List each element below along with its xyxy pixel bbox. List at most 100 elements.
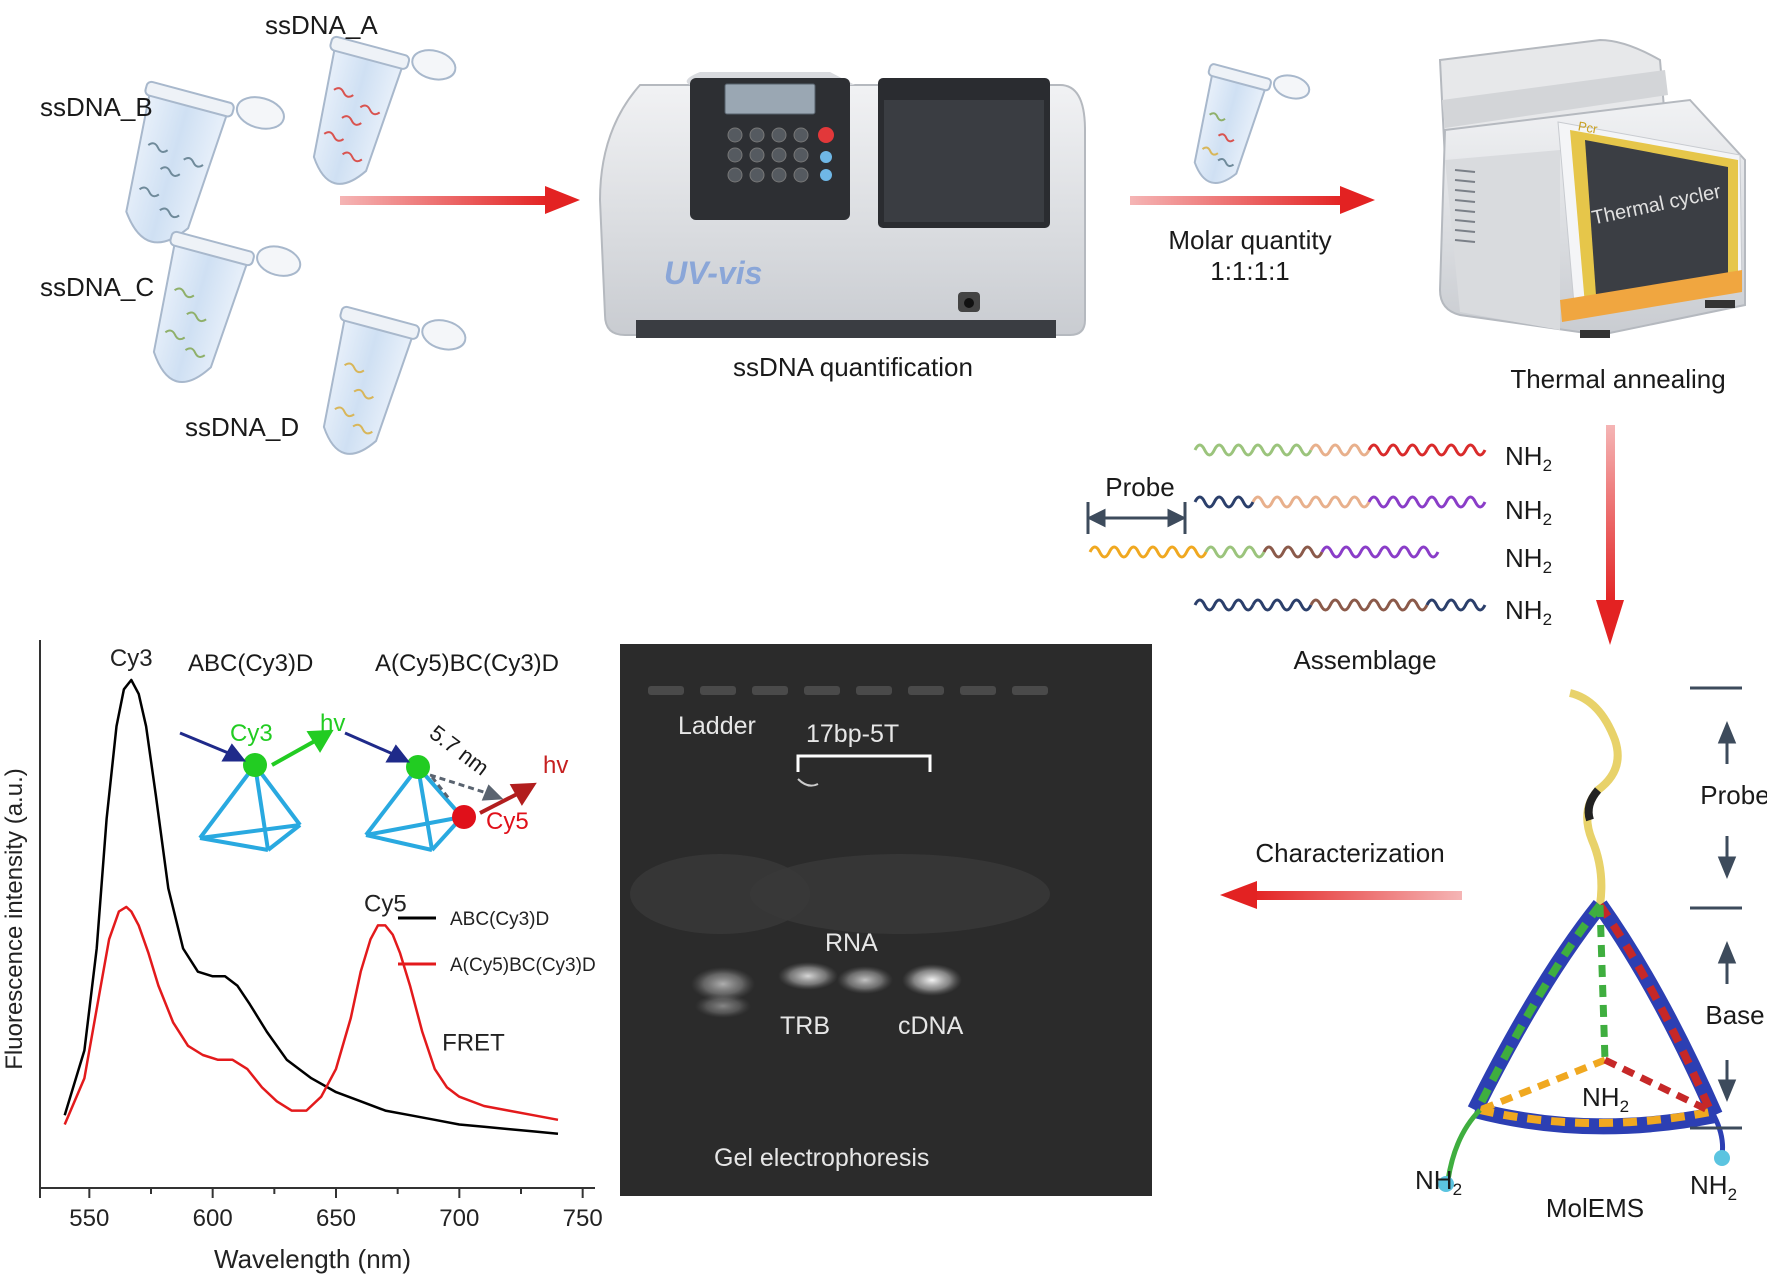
strand-4-terminal: NH2 xyxy=(1505,595,1553,630)
cy3-fret-dot-icon xyxy=(406,755,430,779)
strand-1-terminal: NH2 xyxy=(1505,441,1553,476)
assembly-probe-label: Probe xyxy=(1105,472,1175,502)
series-line-1 xyxy=(63,678,559,1135)
probe-bracket-icon xyxy=(1086,502,1187,534)
left-nh2-label: NH2 xyxy=(1415,1165,1463,1200)
strand-3-segment xyxy=(1146,545,1208,559)
fret-pyramid-icon xyxy=(364,765,464,852)
strand-3-segment xyxy=(1262,545,1324,559)
legend-label-2: A(Cy5)BC(Cy3)D xyxy=(450,955,596,976)
tube-c-label: ssDNA_C xyxy=(40,272,155,302)
mixed-tube-icon xyxy=(1193,63,1311,184)
tube-a-label: ssDNA_A xyxy=(265,10,378,40)
strand-4-segment xyxy=(1367,598,1429,612)
arrow-down-icon xyxy=(1596,425,1624,645)
gel-bands xyxy=(630,686,1050,1018)
fret-emission-arrow-icon xyxy=(479,782,537,815)
cy5-dot-icon xyxy=(452,805,476,829)
strand-1-segment xyxy=(1309,443,1371,457)
tube-d-label: ssDNA_D xyxy=(185,412,300,442)
uv-vis-spectrophotometer-icon xyxy=(598,72,1086,338)
assembly-strands xyxy=(1088,443,1487,612)
strand-1-segment xyxy=(1367,443,1429,457)
strand-2-segment xyxy=(1425,495,1487,509)
peak-label-cy5: Cy5 xyxy=(364,890,407,917)
molems-tetrahedron-icon xyxy=(1438,689,1730,1192)
legend-label-1: ABC(Cy3)D xyxy=(450,909,549,930)
arrow-to-uv-icon xyxy=(340,186,580,214)
fret-excitation-arrow-icon xyxy=(344,731,411,763)
strand-2-terminal: NH2 xyxy=(1505,495,1553,530)
x-tick-label: 700 xyxy=(439,1205,479,1232)
x-tick-label: 550 xyxy=(69,1205,109,1232)
structure-probe-label: Probe xyxy=(1700,780,1767,810)
excitation-arrow-icon xyxy=(179,731,247,762)
x-axis-label: Wavelength (nm) xyxy=(214,1244,411,1274)
tube-a-icon xyxy=(312,35,457,185)
series-line-2 xyxy=(63,905,559,1125)
thermal-cycler-icon xyxy=(1438,38,1746,338)
strand-1-segment xyxy=(1425,443,1487,457)
strand-3-segment xyxy=(1088,545,1150,559)
donor-title: ABC(Cy3)D xyxy=(188,650,314,677)
gel-image: Ladder 17bp-5T RNA TRB cDNA Gel electrop… xyxy=(620,644,1152,1196)
molar-ratio-label: 1:1:1:1 xyxy=(1210,256,1290,286)
gel-trb-label: TRB xyxy=(780,1012,830,1040)
gel-caption: Gel electrophoresis xyxy=(714,1144,930,1172)
structure-scale-icon xyxy=(1690,686,1742,1130)
strand-4-segment xyxy=(1309,598,1371,612)
x-tick-label: 600 xyxy=(193,1205,233,1232)
strand-4-segment xyxy=(1251,598,1313,612)
strand-2-segment xyxy=(1193,495,1255,509)
x-tick-label: 750 xyxy=(563,1205,603,1232)
x-tick-label: 650 xyxy=(316,1205,356,1232)
gel-rna-label: RNA xyxy=(825,929,878,957)
strand-4-segment xyxy=(1425,598,1487,612)
emission-arrow-icon xyxy=(271,729,334,767)
cy3-inset-label: Cy3 xyxy=(230,720,273,747)
cy5-inset-label: Cy5 xyxy=(486,808,529,835)
fret-hv-label: hv xyxy=(543,752,569,779)
uv-vis-logo: UV-vis xyxy=(664,255,763,291)
molar-quantity-label: Molar quantity xyxy=(1168,225,1332,255)
peak-label-cy3: Cy3 xyxy=(110,645,153,672)
assemblage-caption: Assemblage xyxy=(1293,645,1437,675)
uv-caption: ssDNA quantification xyxy=(733,352,973,382)
strand-1-segment xyxy=(1251,443,1313,457)
fret-title: A(Cy5)BC(Cy3)D xyxy=(375,650,560,677)
cycler-brand: Pcr xyxy=(1576,118,1599,137)
arrow-characterization-icon xyxy=(1220,881,1462,909)
strand-2-segment xyxy=(1309,495,1371,509)
cy3-dot-icon xyxy=(243,753,267,777)
arrow-to-mix-icon xyxy=(1130,186,1375,214)
center-nh2-label: NH2 xyxy=(1582,1082,1630,1117)
strand-3-segment xyxy=(1320,545,1382,559)
characterization-label: Characterization xyxy=(1255,838,1445,868)
tube-b-label: ssDNA_B xyxy=(40,92,153,122)
tube-c-icon xyxy=(152,230,302,384)
molems-caption: MolEMS xyxy=(1545,1193,1645,1223)
strand-4-segment xyxy=(1193,598,1255,612)
strand-1-segment xyxy=(1193,443,1255,457)
strand-2-segment xyxy=(1367,495,1429,509)
donor-pyramid-icon xyxy=(198,763,302,852)
tube-b-icon xyxy=(125,80,285,244)
strand-2-segment xyxy=(1251,495,1313,509)
fret-annotation: FRET xyxy=(442,1029,505,1056)
strand-3-segment xyxy=(1378,545,1440,559)
strand-3-segment xyxy=(1204,545,1266,559)
gel-ladder-label: Ladder xyxy=(678,712,756,740)
gel-group-label: 17bp-5T xyxy=(806,720,900,748)
structure-base-label: Base xyxy=(1705,1000,1765,1030)
tube-d-icon xyxy=(322,305,467,455)
fret-distance-arrow-icon xyxy=(429,773,504,801)
y-axis-label: Fluorescence intensity (a.u.) xyxy=(1,768,28,1069)
donor-hv-label: hv xyxy=(320,710,346,737)
strand-3-terminal: NH2 xyxy=(1505,543,1553,578)
thermal-annealing-caption: Thermal annealing xyxy=(1510,364,1726,394)
gel-cdna-label: cDNA xyxy=(898,1012,964,1040)
right-nh2-label: NH2 xyxy=(1690,1170,1738,1205)
